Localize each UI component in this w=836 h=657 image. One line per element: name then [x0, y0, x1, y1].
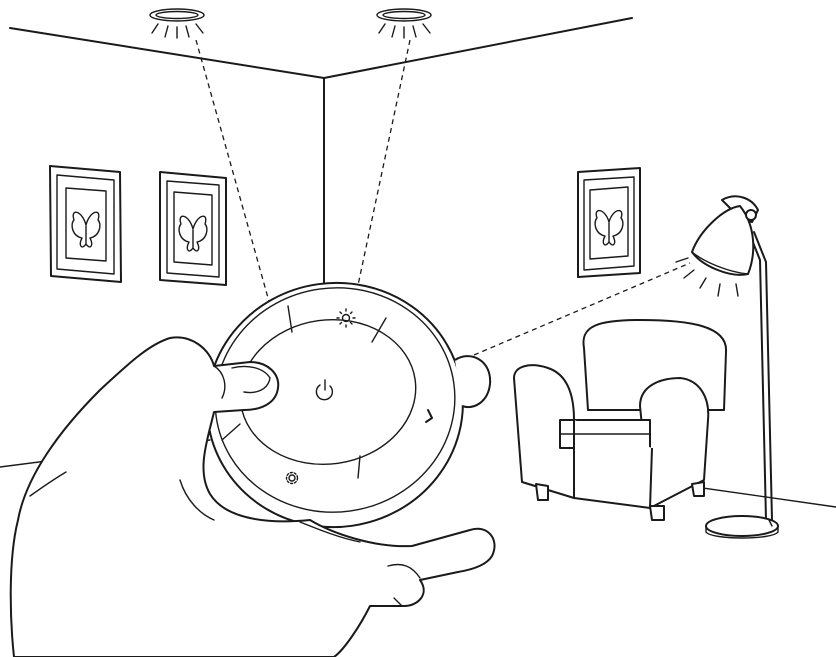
- ceiling-light-left: [150, 9, 204, 38]
- picture-frame-1: [50, 166, 121, 282]
- picture-frame-3: [578, 168, 640, 277]
- picture-frame-2: [160, 172, 226, 285]
- ceiling-light-right: [377, 9, 431, 38]
- armchair: [514, 320, 726, 520]
